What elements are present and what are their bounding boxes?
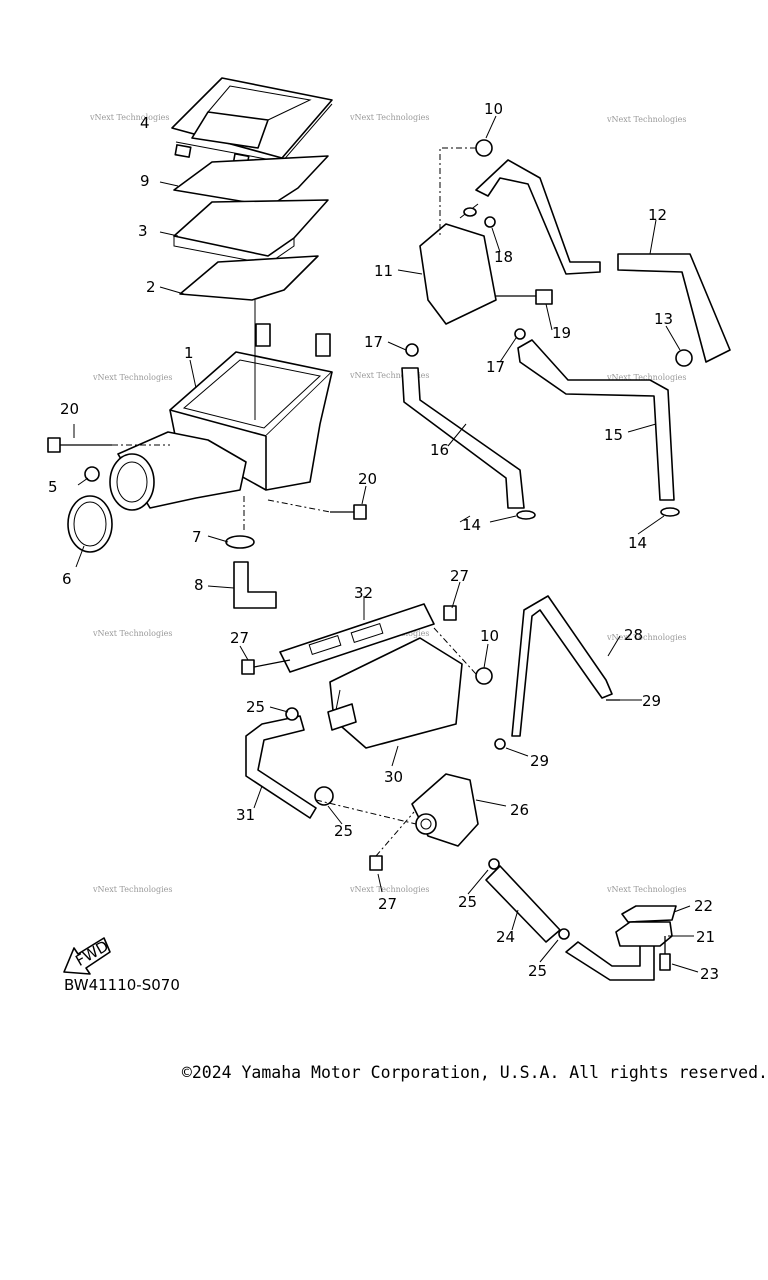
parts-diagram: vNext Technologies vNext Technologies vN… xyxy=(47,77,731,983)
watermark: vNext Technologies xyxy=(349,113,429,122)
bolts-27-10 xyxy=(241,605,493,871)
callout-29: 29 xyxy=(530,752,549,770)
callout-1: 1 xyxy=(184,344,194,362)
callout-22: 22 xyxy=(694,897,713,915)
clamp-5-6 xyxy=(67,466,113,553)
callout-25: 25 xyxy=(246,698,265,716)
callout-7: 7 xyxy=(192,528,202,546)
callout-18: 18 xyxy=(494,248,513,266)
copyright-notice: ©2024 Yamaha Motor Corporation, U.S.A. A… xyxy=(181,1063,768,1082)
callout-25: 25 xyxy=(334,822,353,840)
callout-31: 31 xyxy=(236,806,255,824)
callout-10: 10 xyxy=(484,100,503,118)
callout-2: 2 xyxy=(146,278,156,296)
watermark: vNext Technologies xyxy=(606,373,686,382)
callout-30: 30 xyxy=(384,768,403,786)
watermark: vNext Technologies xyxy=(606,115,686,124)
callout-21: 21 xyxy=(696,928,715,946)
element-frame-2 xyxy=(179,255,319,301)
bolts-20 xyxy=(47,437,367,520)
callout-5: 5 xyxy=(48,478,58,496)
cutoff-valve-26 xyxy=(315,773,479,847)
callout-10: 10 xyxy=(480,627,499,645)
callout-9: 9 xyxy=(140,172,150,190)
callout-16: 16 xyxy=(430,441,449,459)
clips-17-18 xyxy=(405,216,526,357)
callout-8: 8 xyxy=(194,576,204,594)
breather-tank-11 xyxy=(419,203,497,325)
air-cleaner-cover xyxy=(171,77,333,167)
watermark: vNext Technologies xyxy=(349,885,429,894)
watermark: vNext Technologies xyxy=(606,633,686,642)
callout-20: 20 xyxy=(60,400,79,418)
element-3 xyxy=(173,199,329,265)
callout-3: 3 xyxy=(138,222,148,240)
watermark: vNext Technologies xyxy=(606,885,686,894)
callout-32: 32 xyxy=(354,584,373,602)
clips-14 xyxy=(516,507,680,520)
callout-26: 26 xyxy=(510,801,529,819)
callout-17: 17 xyxy=(486,358,505,376)
plate-32 xyxy=(279,603,435,673)
hose-31 xyxy=(245,715,317,819)
callout-15: 15 xyxy=(604,426,623,444)
callout-27: 27 xyxy=(230,629,249,647)
hose-15 xyxy=(517,339,675,501)
callout-14: 14 xyxy=(628,534,647,552)
callout-19: 19 xyxy=(552,324,571,342)
clip-7-hose-8 xyxy=(225,496,277,609)
bolt-10-top xyxy=(439,139,493,238)
callout-11: 11 xyxy=(374,262,393,280)
callout-13: 13 xyxy=(654,310,673,328)
callout-27: 27 xyxy=(450,567,469,585)
callout-23: 23 xyxy=(700,965,719,983)
watermark: vNext Technologies xyxy=(92,885,172,894)
callout-6: 6 xyxy=(62,570,72,588)
callout-20: 20 xyxy=(358,470,377,488)
callout-27: 27 xyxy=(378,895,397,913)
clips-29 xyxy=(494,699,620,750)
joint-intake xyxy=(109,431,247,511)
clamp-13 xyxy=(675,349,693,367)
drawing-code: BW41110-S070 xyxy=(64,976,180,994)
hose-16 xyxy=(401,367,525,509)
watermark: vNext Technologies xyxy=(92,629,172,638)
watermark: vNext Technologies xyxy=(89,113,169,122)
callout-29: 29 xyxy=(642,692,661,710)
fwd-arrow-icon: FWD xyxy=(63,937,112,975)
callout-17: 17 xyxy=(364,333,383,351)
hose-24 xyxy=(485,865,561,943)
gasket-9 xyxy=(173,155,329,207)
callout-14: 14 xyxy=(462,516,481,534)
watermark: vNext Technologies xyxy=(92,373,172,382)
callout-24: 24 xyxy=(496,928,515,946)
callout-12: 12 xyxy=(648,206,667,224)
reed-valve-30 xyxy=(327,637,463,749)
callout-25: 25 xyxy=(528,962,547,980)
watermark: vNext Technologies xyxy=(349,371,429,380)
callouts: 1 2 3 4 5 6 7 8 9 10 11 12 13 14 14 15 1… xyxy=(48,100,719,983)
pipe-21-gasket-22 xyxy=(565,905,677,981)
hose-12 xyxy=(475,159,731,363)
plug-19 xyxy=(496,289,553,305)
leader-lines xyxy=(73,115,699,973)
hose-28 xyxy=(511,595,613,737)
callout-28: 28 xyxy=(624,626,643,644)
callout-25: 25 xyxy=(458,893,477,911)
callout-4: 4 xyxy=(140,114,150,132)
